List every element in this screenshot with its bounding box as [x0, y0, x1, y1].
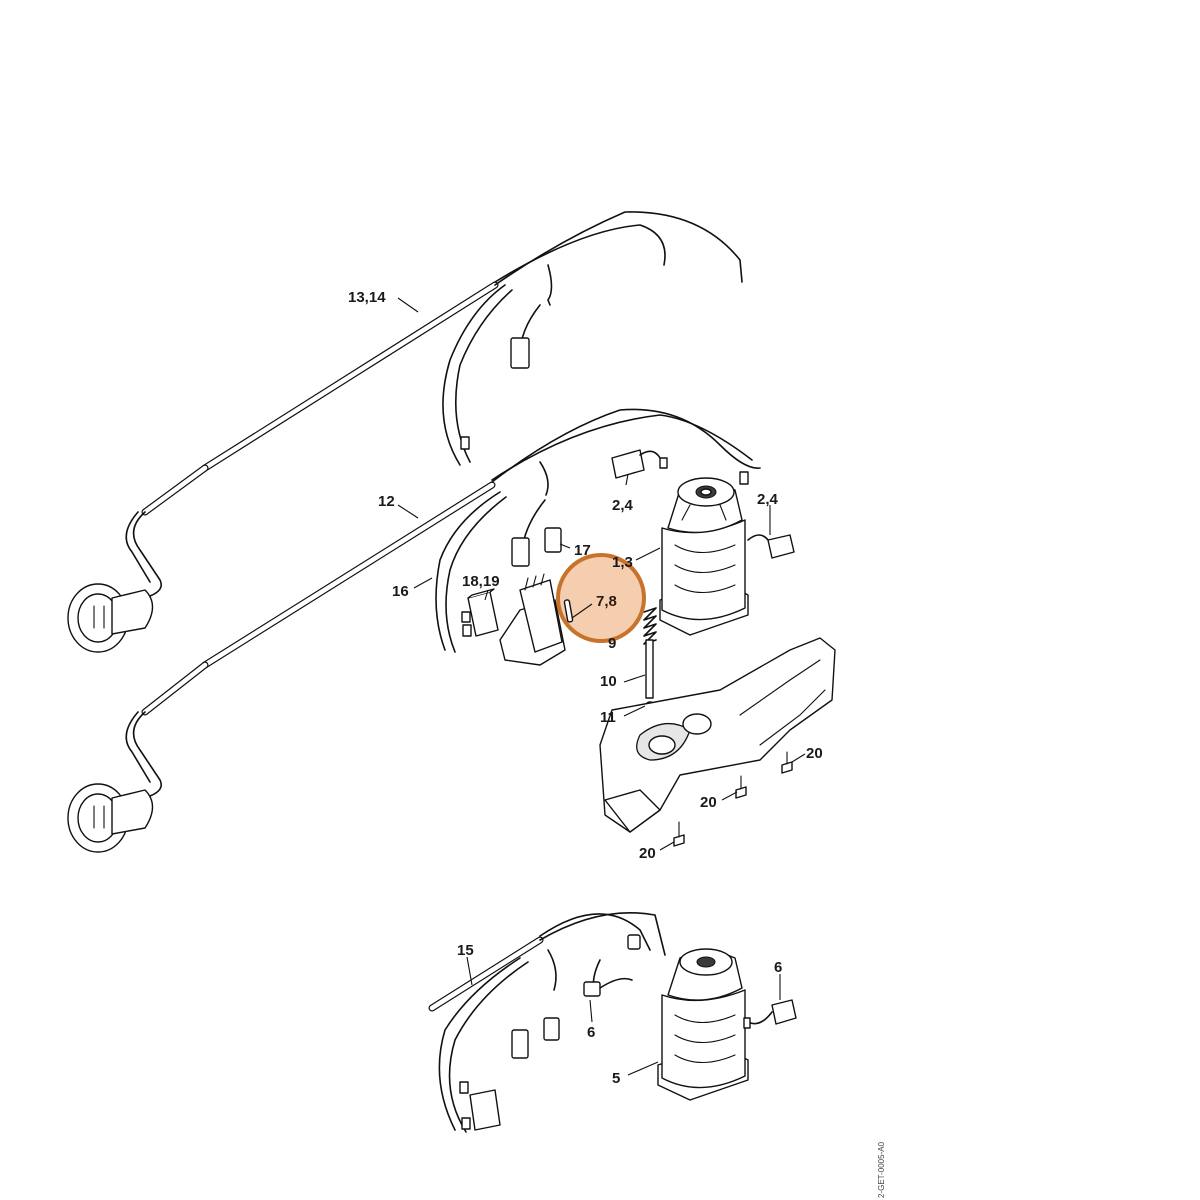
label-11[interactable]: 11: [600, 709, 616, 726]
label-2-4-right[interactable]: 2,4: [757, 491, 779, 508]
brush-2-4-right: [739, 471, 795, 559]
motor-5: [657, 948, 749, 1101]
cable-15: [428, 912, 666, 1133]
brush-6-right: [743, 999, 797, 1029]
motor-1-3: [659, 477, 749, 636]
switch-18-19: [461, 588, 499, 637]
label-16[interactable]: 16: [392, 583, 409, 600]
screw-20-a: [781, 751, 793, 774]
switch-housing: [499, 573, 566, 666]
label-5[interactable]: 5: [612, 1070, 620, 1087]
highlight-7-8[interactable]: [556, 553, 646, 643]
pin-10: [645, 639, 654, 699]
power-cord-12: [67, 408, 761, 853]
label-20-b[interactable]: 20: [700, 794, 717, 811]
drawing-code: 2-GET-0005-A0: [877, 1141, 886, 1198]
label-6-left[interactable]: 6: [587, 1024, 595, 1041]
label-7-8[interactable]: 7,8: [596, 593, 617, 610]
label-17[interactable]: 17: [574, 542, 591, 559]
brush-6-left: [599, 977, 633, 989]
label-20-c[interactable]: 20: [639, 845, 656, 862]
label-10[interactable]: 10: [600, 673, 617, 690]
screw-20-c: [673, 821, 685, 847]
label-12[interactable]: 12: [378, 493, 395, 510]
gear-housing: [599, 637, 836, 833]
label-1-3[interactable]: 1,3: [612, 554, 633, 571]
label-15[interactable]: 15: [457, 942, 474, 959]
label-20-a[interactable]: 20: [806, 745, 823, 762]
label-2-4-left[interactable]: 2,4: [612, 497, 634, 514]
spring-9: [643, 607, 657, 645]
brush-2-4-left: [611, 449, 668, 479]
label-13-14[interactable]: 13,14: [348, 289, 386, 306]
leader-lines: [397, 297, 806, 1076]
screw-20-b: [735, 775, 747, 799]
label-6-right[interactable]: 6: [774, 959, 782, 976]
power-cord-13-14: [67, 211, 743, 653]
label-9[interactable]: 9: [608, 635, 616, 652]
part-labels: 13,14 12 16 18,19 17 1,3 7,8 9 2,4 2,4 1…: [348, 289, 823, 1087]
label-18-19[interactable]: 18,19: [462, 573, 500, 590]
